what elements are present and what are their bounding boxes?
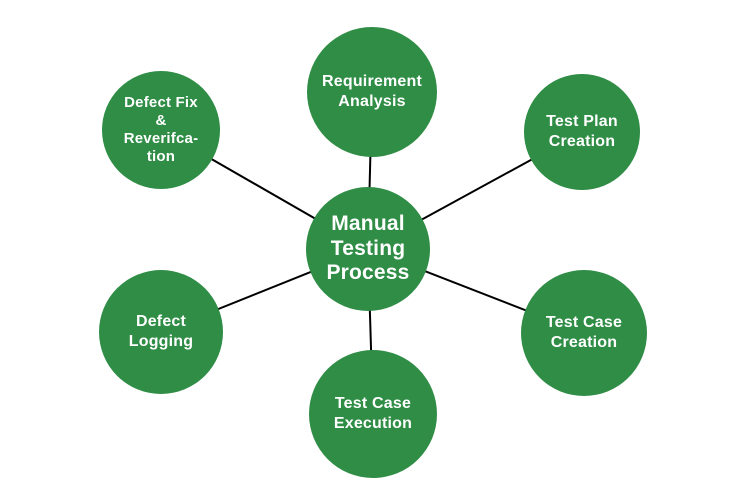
hub-node-manual-testing-process: Manual Testing Process [306, 187, 430, 311]
node-test-plan-creation: Test Plan Creation [524, 74, 640, 190]
node-label: Test Plan Creation [546, 113, 618, 150]
node-defect-logging: Defect Logging [99, 270, 223, 394]
node-requirement-analysis: Requirement Analysis [307, 27, 437, 157]
node-test-case-creation: Test Case Creation [521, 270, 647, 396]
node-label: Defect Fix & Reverifca- tion [123, 94, 199, 165]
node-test-case-execution: Test Case Execution [309, 350, 437, 478]
hub-label: Manual Testing Process [326, 211, 410, 285]
node-defect-fix-reverification: Defect Fix & Reverifca- tion [102, 71, 220, 189]
node-label: Defect Logging [128, 313, 194, 350]
node-label: Test Case Creation [545, 314, 623, 351]
node-label: Test Case Execution [333, 395, 413, 432]
node-label: Requirement Analysis [322, 73, 422, 110]
